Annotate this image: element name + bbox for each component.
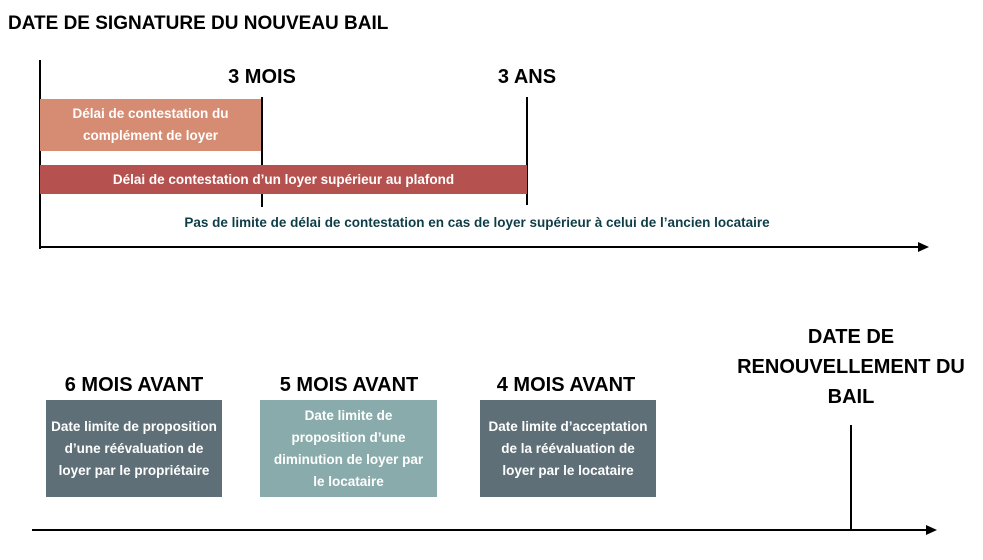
top-timeline-axis bbox=[39, 246, 919, 248]
milestone-6-mois-heading: 6 MOIS AVANT bbox=[64, 374, 204, 396]
bar-complement-loyer: Délai de contestation du complément de l… bbox=[40, 99, 261, 151]
marker-3-ans-line bbox=[526, 97, 528, 205]
bar-loyer-plafond: Délai de contestation d’un loyer supérie… bbox=[40, 165, 527, 194]
milestone-5-mois-box: Date limite de proposition d’une diminut… bbox=[260, 400, 437, 497]
renewal-date-line bbox=[850, 425, 852, 531]
timeline-start-title: DATE DE SIGNATURE DU NOUVEAU BAIL bbox=[8, 13, 389, 34]
arrow-head-icon bbox=[926, 525, 937, 535]
milestone-4-mois-box: Date limite d’acceptation de la réévalua… bbox=[480, 400, 656, 497]
marker-3-mois: 3 MOIS bbox=[228, 66, 296, 88]
milestone-6-mois-box: Date limite de proposition d’une réévalu… bbox=[46, 400, 222, 497]
arrow-head-icon bbox=[918, 242, 929, 252]
renewal-date-label: DATE DE RENOUVELLEMENT DU BAIL bbox=[737, 326, 965, 408]
marker-3-ans: 3 ANS bbox=[497, 66, 557, 88]
marker-3-mois-line bbox=[261, 97, 263, 207]
milestone-5-mois-heading: 5 MOIS AVANT bbox=[279, 374, 419, 396]
no-limit-note: Pas de limite de délai de contestation e… bbox=[184, 215, 770, 230]
bottom-timeline-axis bbox=[32, 529, 927, 531]
timeline-start-line bbox=[39, 60, 41, 249]
milestone-4-mois-heading: 4 MOIS AVANT bbox=[496, 374, 636, 396]
